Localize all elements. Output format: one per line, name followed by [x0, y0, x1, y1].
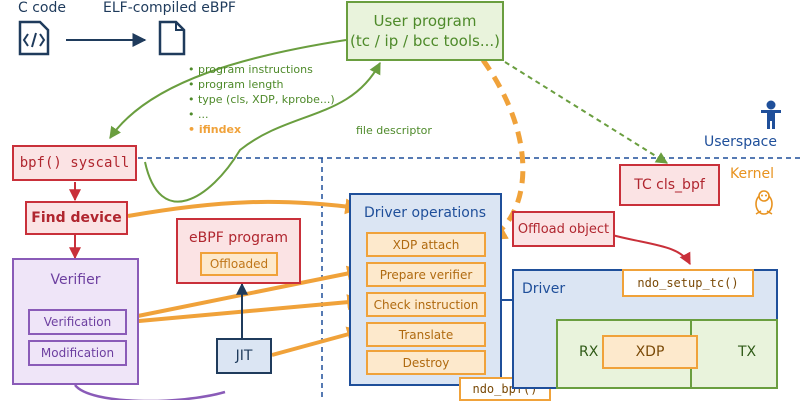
verifier-box: Verifier Verification Modification [12, 258, 139, 385]
arrow-fd-to-user [144, 61, 381, 203]
kernel-label: Kernel [730, 166, 774, 182]
c-code-file-icon [18, 20, 50, 56]
ebpf-program-title: eBPF program [189, 230, 288, 246]
xdp-box: XDP [602, 335, 698, 369]
arg-ifindex: • ifindex [188, 123, 242, 136]
arrow-jit-to-translate [271, 326, 364, 357]
arrow-offload-to-setup [611, 234, 691, 266]
arg-ellipsis: • ... [188, 108, 209, 121]
op-translate: Translate [366, 322, 486, 347]
ebpf-program-box: eBPF program Offloaded [176, 218, 301, 284]
syscall-arguments-list: • program instructions • program length … [188, 62, 335, 137]
op-destroy: Destroy [366, 350, 486, 375]
arg-type: • type (cls, XDP, kprobe...) [188, 93, 335, 106]
driver-operations-box: Driver operations XDP attach Prepare ver… [349, 193, 502, 386]
jit-box: JIT [216, 338, 272, 374]
op-xdp-attach: XDP attach [366, 232, 486, 257]
verification-box: Verification [28, 309, 127, 335]
arg-length: • program length [188, 78, 284, 91]
linux-penguin-icon [755, 190, 773, 215]
arrow-find-to-driverops [127, 198, 362, 218]
modification-box: Modification [28, 340, 127, 366]
arrow-verifier-to-jit [74, 384, 226, 400]
tx-label: TX [738, 344, 757, 360]
c-code-label: C code [18, 0, 66, 16]
elf-file-icon [158, 20, 186, 56]
tc-cls-bpf-box: TC cls_bpf [619, 164, 720, 206]
elf-label: ELF-compiled eBPF [103, 0, 236, 16]
arrow-verify-to-check [127, 294, 364, 324]
verifier-title: Verifier [50, 272, 101, 288]
arrow-user-to-syscall [109, 39, 347, 139]
user-program-subtitle: (tc / ip / bcc tools...) [349, 32, 500, 50]
user-person-icon [761, 100, 781, 129]
user-program-title: User program [373, 12, 477, 30]
driver-operations-title: Driver operations [363, 205, 487, 221]
op-check-instruction: Check instruction [366, 292, 486, 317]
file-descriptor-label: file descriptor [356, 124, 432, 137]
ndo-setup-tc-label: ndo_setup_tc() [622, 269, 754, 297]
rx-label: RX [579, 344, 599, 360]
driver-title: Driver [522, 281, 566, 297]
find-device-box: Find device [25, 201, 128, 235]
op-prepare-verifier: Prepare verifier [366, 262, 486, 287]
arg-instructions: • program instructions [188, 63, 313, 76]
arrow-user-to-tc [504, 61, 669, 164]
bpf-syscall-box: bpf() syscall [12, 145, 137, 181]
arrow-user-to-xdp-attach [480, 58, 526, 241]
userspace-label: Userspace [704, 134, 777, 150]
user-program-box: User program (tc / ip / bcc tools...) [346, 1, 504, 61]
offload-object-box: Offload object [512, 211, 615, 247]
offloaded-badge: Offloaded [200, 252, 278, 276]
